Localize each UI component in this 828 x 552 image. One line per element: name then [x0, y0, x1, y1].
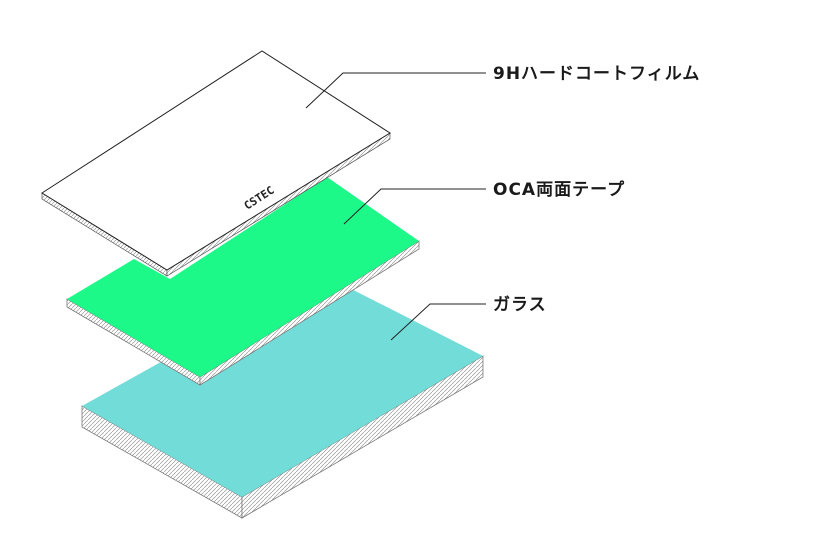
film-top [41, 50, 391, 271]
oca-edge-right [199, 240, 420, 386]
hardcoat-film-layer: CSTEC [41, 50, 391, 277]
glass-top [82, 273, 483, 497]
glass-layer [81, 273, 484, 519]
leader-line-film [305, 72, 486, 109]
oca-tape-layer [66, 177, 420, 386]
leader-line-oca [343, 188, 486, 225]
label-hardcoat-film: 9Hハードコートフィルム [493, 64, 700, 84]
label-glass: ガラス [493, 295, 547, 315]
label-oca-tape: OCA両面テープ [493, 179, 625, 200]
oca-top [67, 177, 419, 377]
leader-line-glass [390, 303, 486, 341]
